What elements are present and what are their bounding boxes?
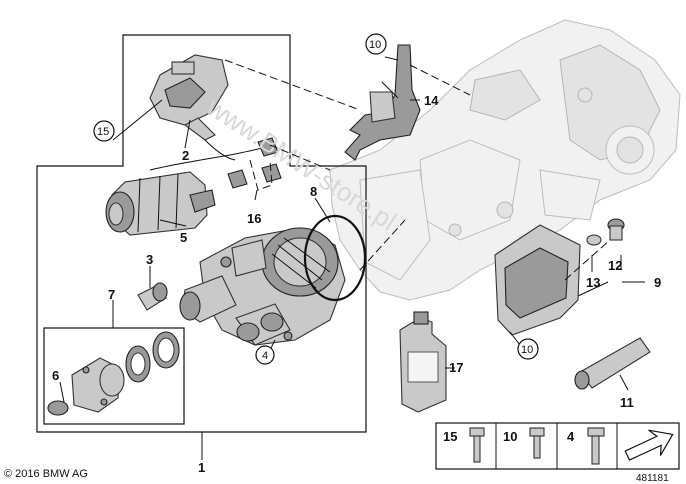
direction-arrow-icon xyxy=(624,429,674,461)
bolt-icon xyxy=(469,427,485,463)
copyright: © 2016 BMW AG xyxy=(4,468,88,480)
callout-8: 8 xyxy=(310,184,317,199)
assembly-leaders xyxy=(224,59,611,281)
bolt-icon xyxy=(587,427,605,465)
callout-leaders xyxy=(59,56,645,460)
housing-cover xyxy=(494,224,581,336)
callouts: 1 2 3 4 5 6 7 8 9 10 10 11 12 13 14 15 1… xyxy=(52,33,661,475)
callout-9: 9 xyxy=(654,275,661,290)
oil-bottle xyxy=(399,311,447,413)
coupling-body xyxy=(179,227,346,346)
callout-15-circle xyxy=(93,120,115,142)
control-unit xyxy=(149,54,229,141)
callout-14: 14 xyxy=(424,93,439,108)
callout-10b: 10 xyxy=(521,344,533,356)
bolt-icon xyxy=(529,427,545,459)
callout-10a: 10 xyxy=(369,39,381,51)
legend-label-15: 15 xyxy=(443,429,457,444)
fastener-legend: 15 10 4 xyxy=(435,422,680,470)
shaft-seal xyxy=(125,331,180,383)
callout-4-circle xyxy=(255,345,275,365)
diagram-number: 481181 xyxy=(636,473,669,484)
wiring-harness xyxy=(149,137,282,189)
legend-label-4: 4 xyxy=(567,429,575,444)
callout-7: 7 xyxy=(108,287,115,302)
output-flange xyxy=(47,357,125,416)
callout-10b-circle xyxy=(517,338,539,360)
callout-11: 11 xyxy=(620,395,634,410)
callout-10a-circle xyxy=(365,33,387,55)
callout-6: 6 xyxy=(52,368,59,383)
callout-1: 1 xyxy=(198,460,205,475)
grease-tube xyxy=(574,337,651,390)
callout-4: 4 xyxy=(262,350,268,362)
cover-screw xyxy=(586,218,625,246)
callout-2: 2 xyxy=(182,148,189,163)
screw-plug xyxy=(137,282,168,311)
assembly-frame-1 xyxy=(36,34,367,433)
callout-16: 16 xyxy=(247,211,261,226)
callout-3: 3 xyxy=(146,252,153,267)
actuator-motor xyxy=(105,171,216,236)
callout-13: 13 xyxy=(586,275,600,290)
legend-label-10: 10 xyxy=(503,429,517,444)
callout-12: 12 xyxy=(608,258,622,273)
o-ring xyxy=(303,214,367,302)
bracket-14 xyxy=(344,44,421,161)
differential-housing xyxy=(329,19,681,301)
callout-5: 5 xyxy=(180,230,187,245)
callout-15: 15 xyxy=(97,126,109,138)
callout-17: 17 xyxy=(449,360,463,375)
subassembly-frame-7 xyxy=(43,327,185,425)
